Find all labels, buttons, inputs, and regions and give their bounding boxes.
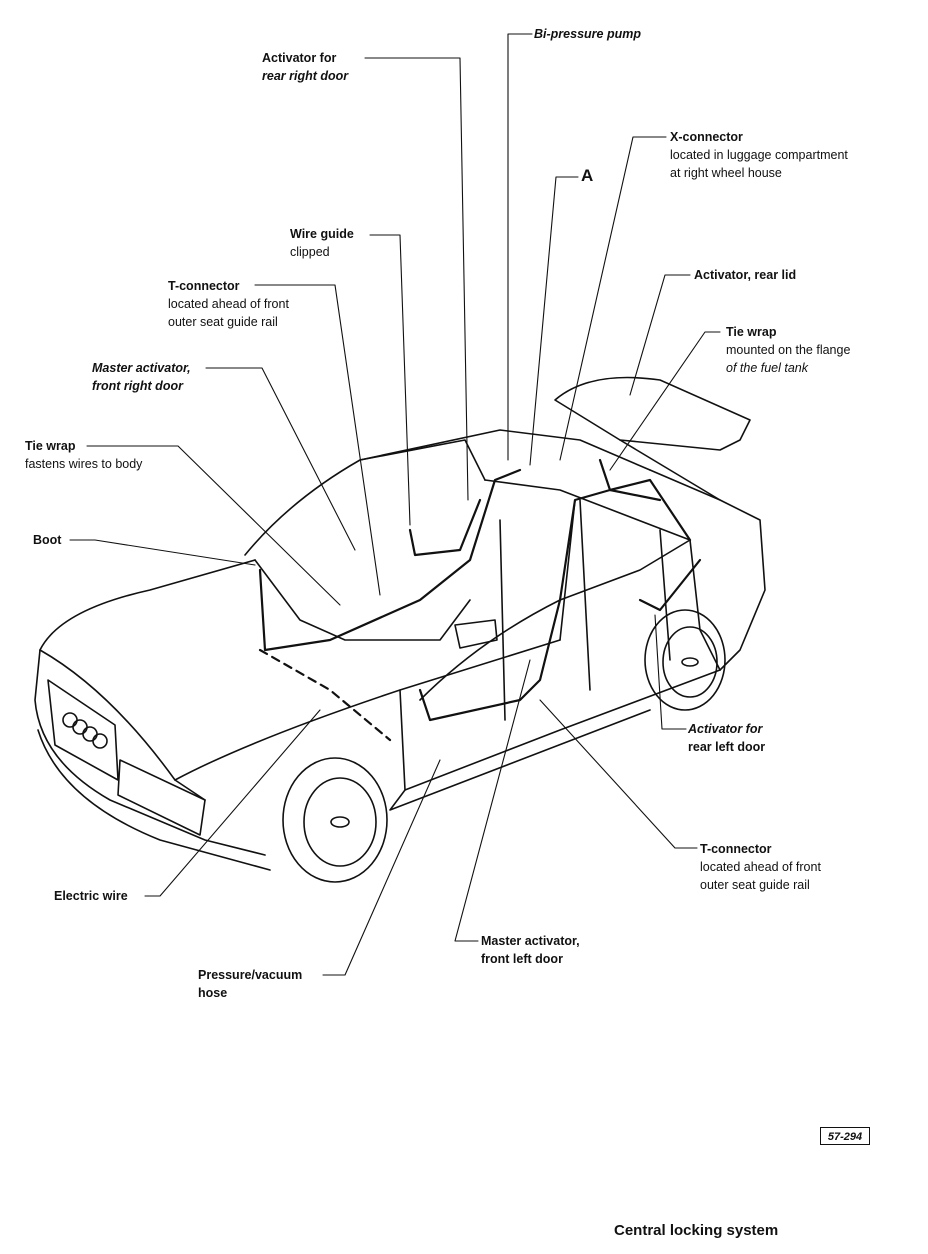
label-x-connector-line2: at right wheel house <box>670 166 782 180</box>
label-bi-pressure-pump-title: Bi-pressure pump <box>534 27 641 41</box>
label-x-connector-line1: located in luggage compartment <box>670 148 848 162</box>
label-activator-rear-right-title: Activator for <box>262 51 337 65</box>
label-master-front-right: Master activator, front right door <box>92 359 191 395</box>
label-master-front-left: Master activator, front left door <box>481 932 580 968</box>
label-activator-rear-right: Activator for rear right door <box>262 49 348 85</box>
label-t-connector-right: T-connector located ahead of front outer… <box>168 277 289 331</box>
label-wire-guide-title: Wire guide <box>290 227 354 241</box>
label-x-connector: X-connector located in luggage compartme… <box>670 128 848 182</box>
label-activator-rear-left-line1: Activator for <box>688 722 763 736</box>
label-t-connector-left: T-connector located ahead of front outer… <box>700 840 821 894</box>
leader-lines <box>69 33 721 976</box>
label-tie-wrap-tank: Tie wrap mounted on the flange of the fu… <box>726 323 850 377</box>
label-electric-wire-title: Electric wire <box>54 889 128 903</box>
label-pressure-hose-line1: Pressure/vacuum <box>198 968 303 982</box>
label-tie-wrap-body: Tie wrap fastens wires to body <box>25 437 142 473</box>
label-boot: Boot <box>33 531 61 549</box>
car-body <box>34 376 766 883</box>
label-tie-wrap-tank-line1: mounted on the flange <box>726 343 851 357</box>
label-wire-guide-sub: clipped <box>290 245 330 259</box>
label-x-connector-title: X-connector <box>670 130 743 144</box>
label-t-connector-left-line2: outer seat guide rail <box>700 878 810 892</box>
label-t-connector-right-title: T-connector <box>168 279 240 293</box>
label-tie-wrap-tank-title: Tie wrap <box>726 325 777 339</box>
label-activator-rear-lid-title: Activator, rear lid <box>694 268 797 282</box>
label-tie-wrap-tank-line2: of the fuel tank <box>726 361 809 375</box>
label-master-front-right-line2: front right door <box>92 379 183 393</box>
label-master-front-left-line1: Master activator, <box>481 934 580 948</box>
label-electric-wire: Electric wire <box>54 887 128 905</box>
label-master-front-right-line1: Master activator, <box>92 361 191 375</box>
label-t-connector-right-line2: outer seat guide rail <box>168 315 278 329</box>
label-t-connector-left-title: T-connector <box>700 842 772 856</box>
figure-number: 57-294 <box>820 1127 870 1145</box>
label-t-connector-right-line1: located ahead of front <box>168 297 289 311</box>
label-pressure-hose-line2: hose <box>198 986 228 1000</box>
label-pressure-hose: Pressure/vacuum hose <box>198 966 302 1002</box>
label-bi-pressure-pump: Bi-pressure pump <box>534 25 641 43</box>
label-activator-rear-lid: Activator, rear lid <box>694 266 796 284</box>
label-activator-rear-left: Activator for rear left door <box>688 720 765 756</box>
label-boot-title: Boot <box>33 533 62 547</box>
reference-a: A <box>581 166 594 185</box>
label-activator-rear-left-line2: rear left door <box>688 740 766 754</box>
wiring-harness <box>258 458 702 742</box>
label-master-front-left-line2: front left door <box>481 952 563 966</box>
label-activator-rear-right-sub: rear right door <box>262 69 349 83</box>
figure-caption: Central locking system <box>614 1222 779 1239</box>
label-t-connector-left-line1: located ahead of front <box>700 860 821 874</box>
label-tie-wrap-body-title: Tie wrap <box>25 439 76 453</box>
label-tie-wrap-body-sub: fastens wires to body <box>25 457 143 471</box>
label-wire-guide: Wire guide clipped <box>290 225 354 261</box>
